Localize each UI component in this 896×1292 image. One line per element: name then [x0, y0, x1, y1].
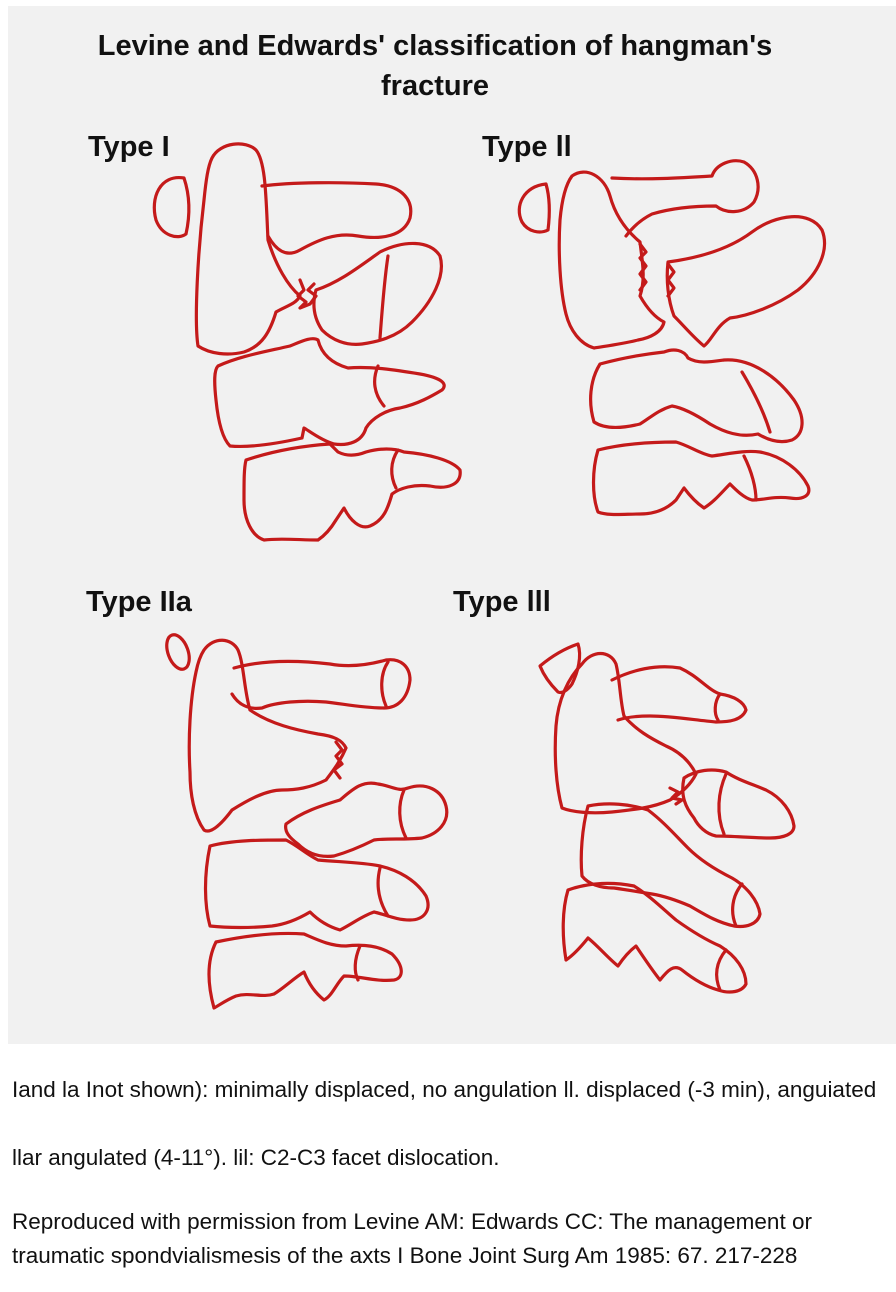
- type-1-anterior-arch: [154, 178, 188, 237]
- type-2a-c4-facet-line: [355, 946, 360, 980]
- type-1-c4-facet-line: [392, 450, 398, 488]
- type-1-c2-body: [196, 144, 300, 354]
- caption-line-1: Iand la Inot shown): minimally displaced…: [12, 1073, 892, 1107]
- type-1-c4-body: [244, 444, 460, 540]
- type-3-c4-body: [563, 883, 746, 992]
- reference-citation: Reproduced with permission from Levine A…: [12, 1205, 894, 1292]
- type-2-anterior-arch: [519, 184, 549, 232]
- type-1-c2-spinous: [314, 243, 441, 344]
- type-3-c3-facet-line: [733, 884, 742, 926]
- type-3-c2-spinous: [683, 770, 794, 838]
- type-2a-arch-facet-line: [382, 662, 388, 706]
- type-2a-fracture-line: [334, 742, 342, 778]
- type-1-posterior-arch: [262, 183, 411, 253]
- type-2-c3-facet-line: [742, 372, 770, 432]
- type-3-posterior-arch: [612, 667, 746, 722]
- type-2-c4-body: [594, 442, 809, 515]
- type-2a-illustration: [162, 632, 446, 1008]
- type-1-illustration: [154, 144, 460, 540]
- type-2-c4-facet-line: [744, 456, 756, 500]
- type-3-illustration: [540, 644, 794, 992]
- spine-outline-drawings: [0, 0, 896, 1050]
- type-1-c3-facet-line: [375, 366, 384, 406]
- type-2a-c2-body: [189, 640, 346, 831]
- type-2a-c4-body: [209, 933, 401, 1008]
- type-2a-c2-spinous: [286, 783, 447, 856]
- type-3-c4-facet-line: [717, 950, 726, 990]
- type-3-anterior-arch: [540, 644, 580, 693]
- type-2a-anterior-arch: [162, 632, 193, 673]
- type-2-posterior-arch: [612, 161, 758, 236]
- type-2-illustration: [519, 161, 824, 515]
- type-2-c2-body: [559, 172, 664, 348]
- type-3-fracture-mark: [670, 788, 682, 804]
- type-1-c2-lamina-line: [380, 256, 388, 338]
- caption-line-2: llar angulated (4-11°). lil: C2-C3 facet…: [12, 1141, 892, 1175]
- type-1-c3-body: [215, 339, 445, 447]
- type-3-arch-facet-line: [715, 694, 720, 720]
- type-2a-c3-facet-line: [378, 868, 388, 916]
- type-2-c2-spinous: [667, 217, 824, 346]
- type-3-spinous-facet-line: [719, 774, 726, 834]
- type-2a-spinous-facet-line: [400, 790, 406, 838]
